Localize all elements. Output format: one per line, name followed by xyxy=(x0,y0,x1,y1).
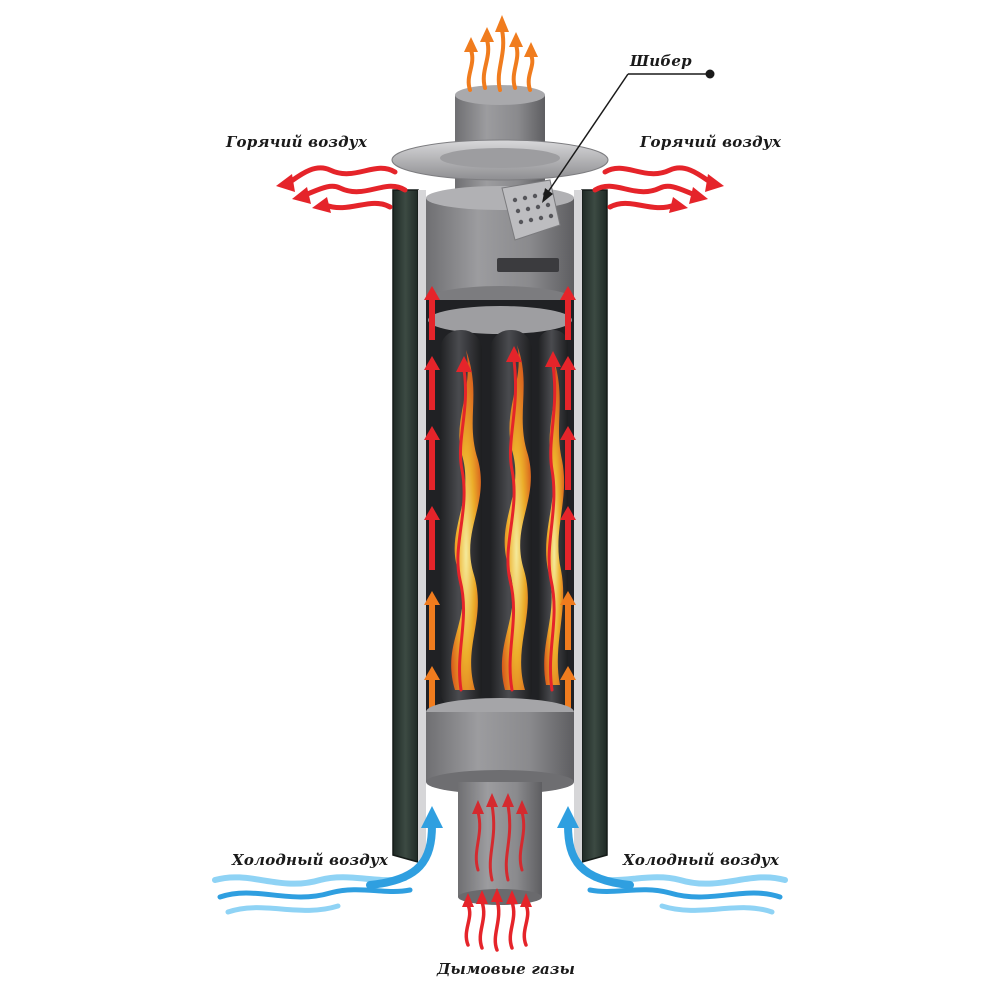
damper-label: Шибер xyxy=(630,52,692,70)
hot-air-arrows-left xyxy=(287,165,408,211)
flue-gas-inlet-arrowheads xyxy=(462,888,532,907)
hot-air-label-left: Горячий воздух xyxy=(226,133,368,151)
cold-air-label-right: Холодный воздух xyxy=(623,851,780,869)
left-rising-air-arrows xyxy=(424,286,440,730)
cold-air-arrow-right xyxy=(557,806,634,889)
flue-gas-inlet-arrows xyxy=(464,898,530,952)
outer-casing-left xyxy=(392,189,426,863)
exhaust-arrowheads-top xyxy=(464,15,538,57)
flue-gas-pipe-arrowheads xyxy=(472,793,528,814)
tube-hot-arrowheads xyxy=(456,346,561,372)
flue-gases-label: Дымовые газы xyxy=(437,960,576,978)
top-flange-disc xyxy=(391,139,609,181)
cold-air-label-left: Холодный воздух xyxy=(232,851,389,869)
outer-casing-right xyxy=(574,189,608,863)
damper-leader xyxy=(542,69,715,203)
right-rising-air-arrows xyxy=(560,286,576,730)
tube-hot-arrows xyxy=(456,358,557,692)
flue-gas-pipe-arrows xyxy=(474,803,526,882)
lower-collector xyxy=(426,698,574,794)
hot-air-arrowheads-left xyxy=(276,174,331,213)
hot-air-arrowheads-right xyxy=(669,174,724,213)
cold-air-arrow-left xyxy=(366,806,443,889)
hot-air-label-right: Горячий воздух xyxy=(640,133,782,151)
exhaust-arrows-top xyxy=(466,28,535,92)
upper-tube-ring xyxy=(428,306,572,334)
bottom-smoke-pipe xyxy=(458,782,542,905)
hot-air-arrows-right xyxy=(592,165,713,211)
flames xyxy=(451,345,565,690)
